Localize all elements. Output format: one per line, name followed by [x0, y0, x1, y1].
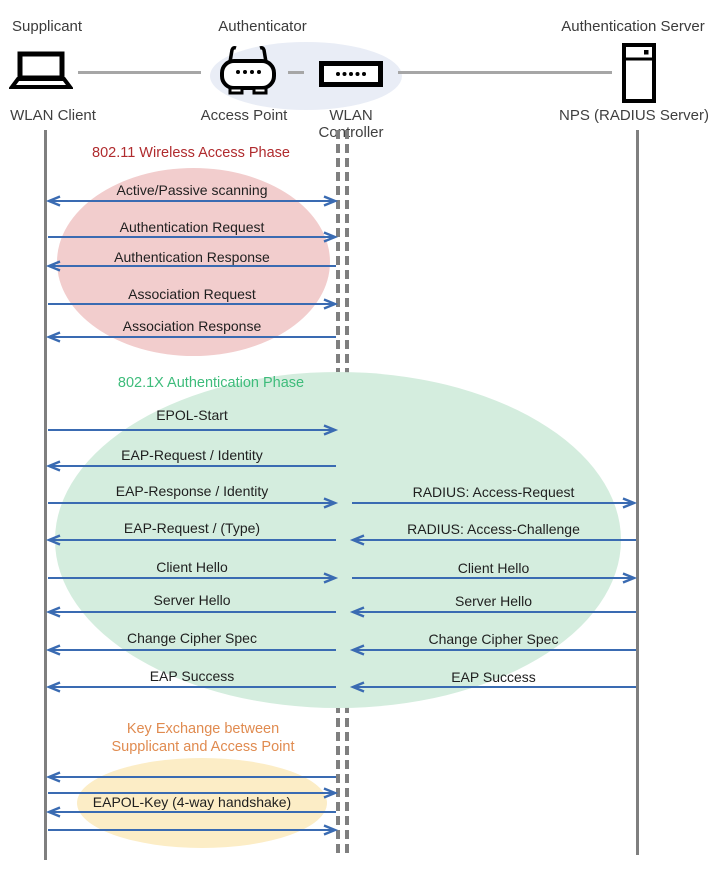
- message-label: EAP-Request / Identity: [121, 447, 263, 463]
- message-arrow-right: [48, 824, 339, 836]
- message-label: EAP-Response / Identity: [115, 483, 269, 499]
- message-arrow-right: [48, 787, 339, 799]
- message-label: Server Hello: [153, 592, 231, 608]
- role-authenticator: Authenticator: [218, 18, 307, 35]
- message-arrow-left: [349, 681, 636, 693]
- role-supplicant: Supplicant: [12, 18, 83, 35]
- message-label: RADIUS: Access-Request: [412, 484, 575, 500]
- message-label: Authentication Request: [119, 219, 265, 235]
- role-authentication-server: Authentication Server: [561, 18, 705, 35]
- message-arrow-left: [45, 806, 336, 818]
- message-label: EAP Success: [149, 668, 235, 684]
- message-label: Server Hello: [454, 593, 533, 609]
- message-label: Client Hello: [156, 559, 228, 575]
- message-label: Active/Passive scanning: [116, 182, 268, 198]
- message-label: EAPOL-Key (4-way handshake): [92, 794, 292, 810]
- lifeline-nps: [636, 130, 639, 855]
- message-label: EPOL-Start: [156, 407, 228, 423]
- laptop-icon: [9, 51, 73, 91]
- message-arrow-left: [45, 534, 336, 546]
- message-label: EAP-Request / (Type): [123, 520, 261, 536]
- message-arrow-right: [48, 424, 339, 436]
- message-arrow-left: [45, 644, 336, 656]
- message-arrow-both: [45, 195, 339, 207]
- node-label-wlan-client: WLAN Client: [10, 107, 96, 124]
- connector-ap-controller: [288, 71, 304, 74]
- message-arrow-right: [48, 572, 339, 584]
- message-arrow-right: [48, 298, 339, 310]
- phase-ellipse-80211: [57, 168, 330, 356]
- message-arrow-left: [349, 606, 636, 618]
- phase-title-80211: 802.11 Wireless Access Phase: [92, 145, 290, 161]
- phase-title-8021x: 802.1X Authentication Phase: [117, 375, 305, 391]
- node-label-wlan-controller: WLAN Controller: [318, 107, 384, 141]
- message-arrow-left: [45, 681, 336, 693]
- server-icon: [622, 43, 656, 103]
- message-label: Change Cipher Spec: [428, 631, 559, 647]
- wlan-controller-icon: [319, 61, 383, 87]
- message-arrow-left: [45, 606, 336, 618]
- message-arrow-left: [45, 331, 336, 343]
- phase-title-key-exchange-line2: Supplicant and Access Point: [111, 739, 295, 755]
- message-arrow-right: [48, 497, 339, 509]
- lifeline-wlan-client: [44, 130, 47, 860]
- message-arrow-right: [352, 497, 638, 509]
- message-label: Association Request: [128, 286, 256, 302]
- message-label: Client Hello: [457, 560, 530, 576]
- message-arrow-left: [45, 460, 336, 472]
- message-label: EAP Success: [451, 669, 536, 685]
- node-label-nps: NPS (RADIUS Server): [558, 107, 710, 124]
- message-arrow-left: [349, 534, 636, 546]
- access-point-icon: [219, 45, 277, 99]
- phase-ellipse-key-exchange: [77, 758, 327, 848]
- message-arrow-right: [48, 231, 339, 243]
- message-arrow-left: [45, 771, 336, 783]
- message-label: Authentication Response: [114, 249, 270, 265]
- node-label-access-point: Access Point: [200, 107, 288, 124]
- message-arrow-right: [352, 572, 638, 584]
- message-arrow-left: [45, 260, 336, 272]
- connector-controller-server: [398, 71, 612, 74]
- message-label: Association Response: [122, 318, 262, 334]
- message-label: RADIUS: Access-Challenge: [407, 521, 580, 537]
- connector-client-ap: [78, 71, 201, 74]
- message-arrow-left: [349, 644, 636, 656]
- phase-title-key-exchange-line1: Key Exchange between: [126, 721, 280, 737]
- message-label: Change Cipher Spec: [127, 630, 257, 646]
